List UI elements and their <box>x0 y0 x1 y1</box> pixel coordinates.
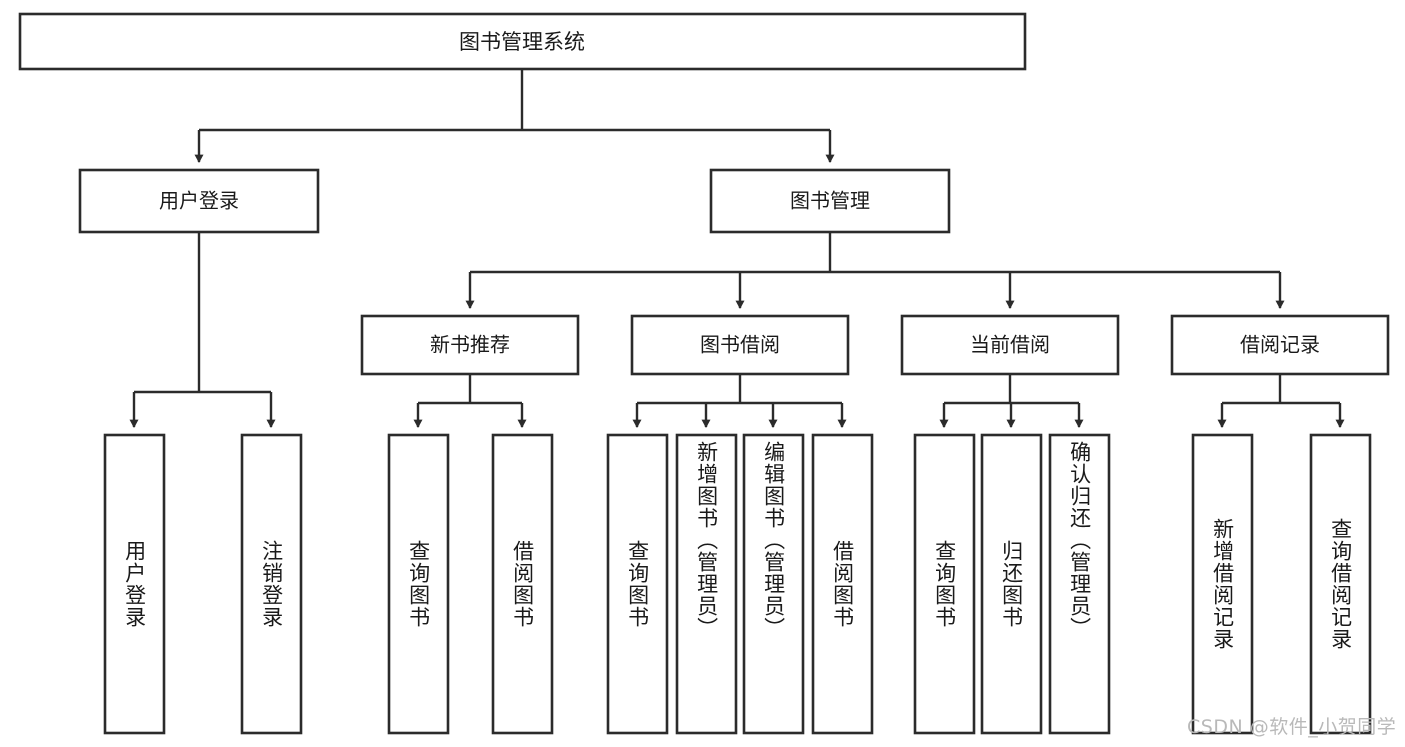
leafbox-add-book[interactable] <box>675 433 738 735</box>
leafbox-borrow-book-rec[interactable] <box>491 433 554 735</box>
node-book-manage-label: 图书管理 <box>790 189 870 213</box>
leafbox-user-login[interactable] <box>103 433 166 735</box>
connector-bookmanage-to-level3 <box>465 232 1285 309</box>
node-root-label: 图书管理系统 <box>459 30 585 54</box>
leafbox-confirm-return[interactable] <box>1048 433 1111 735</box>
leafbox-user-logout[interactable] <box>240 433 303 735</box>
connector-bookborrow-to-leaves <box>632 374 847 428</box>
leafbox-query-book-borrow[interactable] <box>606 433 669 735</box>
connector-root-to-level2 <box>194 69 835 163</box>
leafbox-query-record[interactable] <box>1309 433 1372 735</box>
connector-userlogin-to-leaves <box>129 232 276 428</box>
leafbox-add-record[interactable] <box>1191 433 1254 735</box>
node-current-borrow[interactable]: 当前借阅 <box>900 314 1120 376</box>
leafbox-query-book-current[interactable] <box>913 433 976 735</box>
node-book-borrow-label: 图书借阅 <box>700 333 780 357</box>
leafbox-return-book[interactable] <box>980 433 1043 735</box>
node-current-borrow-label: 当前借阅 <box>970 333 1050 357</box>
leafbox-borrow-book[interactable] <box>811 433 874 735</box>
node-borrow-record[interactable]: 借阅记录 <box>1170 314 1390 376</box>
node-root[interactable]: 图书管理系统 <box>18 12 1027 71</box>
connector-currentborrow-to-leaves <box>939 374 1084 428</box>
leafbox-edit-book[interactable] <box>742 433 805 735</box>
node-new-book-rec[interactable]: 新书推荐 <box>360 314 580 376</box>
node-new-book-rec-label: 新书推荐 <box>430 333 510 357</box>
csdn-watermark: CSDN @软件_小贺同学 <box>1187 716 1397 738</box>
connector-newbook-to-leaves <box>413 374 527 428</box>
node-book-borrow[interactable]: 图书借阅 <box>630 314 850 376</box>
connector-borrowrecord-to-leaves <box>1217 374 1345 428</box>
node-book-manage[interactable]: 图书管理 <box>709 168 951 234</box>
node-borrow-record-label: 借阅记录 <box>1240 333 1320 357</box>
leafbox-query-book-rec[interactable] <box>387 433 450 735</box>
node-user-login[interactable]: 用户登录 <box>78 168 320 234</box>
node-user-login-label: 用户登录 <box>159 189 239 213</box>
